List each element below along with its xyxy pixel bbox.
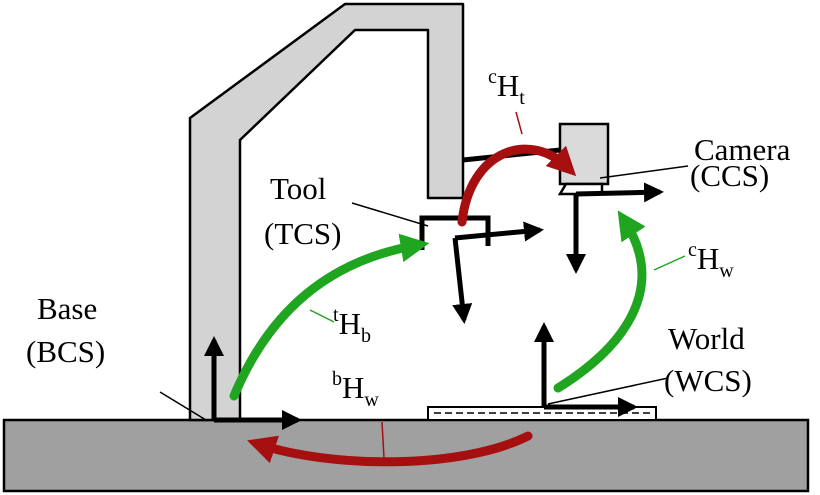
tool-frame-axes (452, 221, 544, 324)
camera-frame-axes (566, 182, 664, 274)
camera-frame-label: (CCS) (690, 158, 769, 193)
world-label: World (668, 321, 745, 356)
base-frame-axes (204, 336, 302, 430)
label-t-H-b: tHb (333, 304, 371, 347)
arrow-c-H-t (457, 144, 577, 227)
arrow-c-H-w (553, 210, 647, 393)
label-c-H-w: cHw (688, 239, 734, 282)
label-b-H-w: bHw (332, 368, 379, 411)
world-frame-label: (WCS) (664, 363, 752, 398)
arrow-t-H-b (229, 233, 430, 401)
tool-label: Tool (270, 171, 326, 206)
robot-arm (188, 2, 465, 422)
base-label: Base (37, 291, 97, 326)
leader-lines (159, 111, 689, 459)
base-frame-label: (BCS) (26, 334, 105, 369)
world-frame-axes (534, 322, 638, 417)
camera-label: Camera (694, 132, 791, 167)
camera-body (558, 122, 610, 186)
arrow-b-H-w (247, 431, 533, 467)
table-surface (2, 418, 810, 493)
tool-frame-label: (TCS) (264, 216, 342, 251)
label-c-H-t: cHt (488, 66, 525, 109)
